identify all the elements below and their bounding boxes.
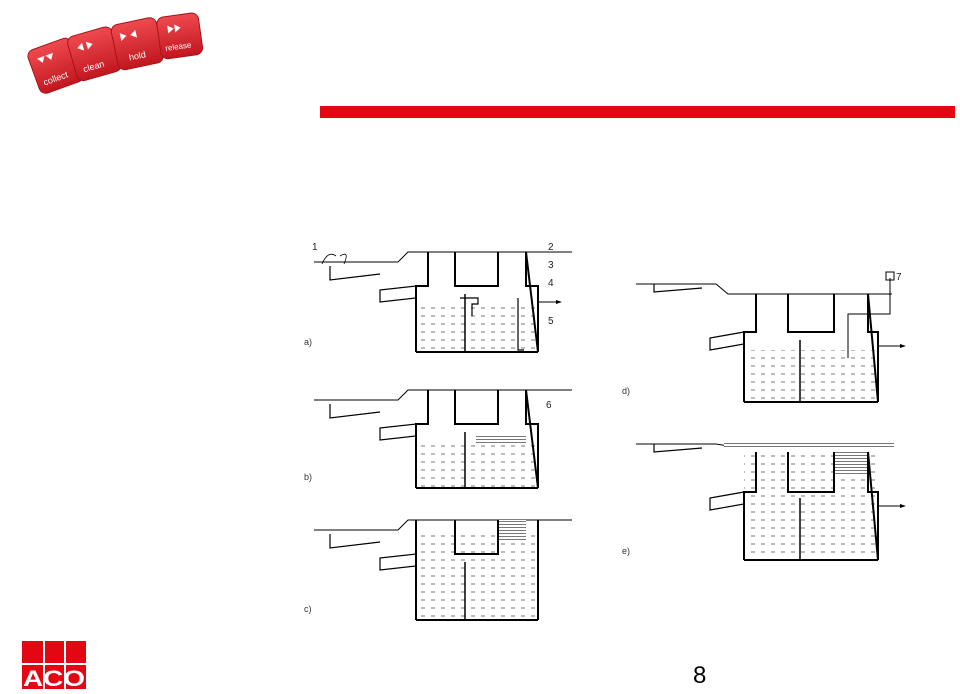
left-right-arrows-icon (77, 42, 85, 51)
callout-2: 2 (548, 242, 554, 253)
callout-7: 7 (896, 272, 902, 283)
header-accent-bar (320, 106, 955, 118)
aco-logo-text: ACO (23, 666, 85, 689)
panel-label-b: b) (304, 472, 312, 482)
panel-b: 6 b) (304, 389, 572, 489)
page-number: 8 (693, 662, 707, 689)
key-release: release (156, 12, 204, 60)
key-hold: hold (110, 17, 164, 71)
panel-label-e: e) (622, 546, 630, 556)
panel-label-a: a) (304, 337, 312, 347)
panel-c: c) (304, 519, 572, 621)
callout-6: 6 (546, 400, 552, 411)
callout-4: 4 (548, 278, 554, 289)
key-hold-label: hold (128, 49, 147, 62)
key-clean: clean (67, 26, 122, 82)
inward-arrows-icon (119, 33, 127, 41)
down-arrows-icon (36, 55, 45, 63)
panel-label-c: c) (304, 604, 312, 614)
key-release-label: release (165, 40, 193, 53)
key-collect: collect (27, 37, 84, 94)
panel-d: 7 d) (622, 271, 906, 403)
callout-1: 1 (312, 242, 318, 253)
panel-a: 1 2 3 4 5 a) (304, 242, 572, 353)
panel-e: e) (622, 442, 906, 561)
panel-label-d: d) (622, 386, 630, 396)
callout-5: 5 (548, 316, 554, 327)
collect-clean-hold-release-logo: collect clean hold release (27, 12, 204, 94)
forward-arrows-icon (167, 25, 174, 34)
callout-3: 3 (548, 260, 554, 271)
aco-logo: ACO (22, 641, 86, 689)
